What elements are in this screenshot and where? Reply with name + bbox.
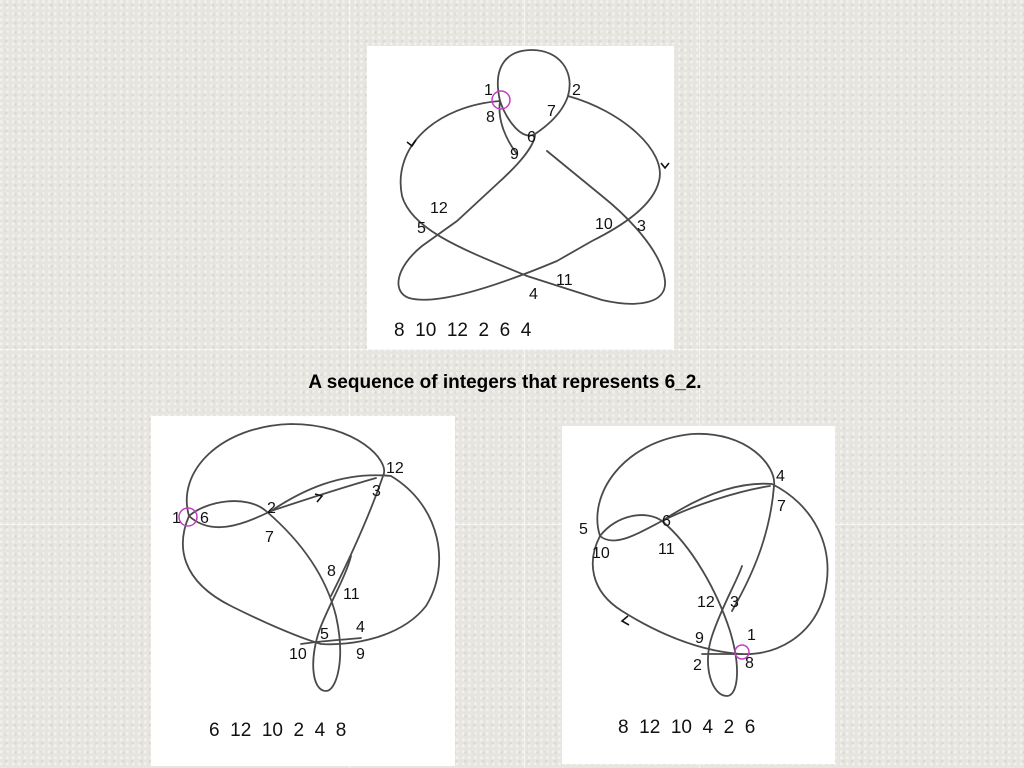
crossing-label: 9: [510, 146, 519, 163]
knot-strand: [188, 500, 352, 692]
crossing-label: 4: [776, 468, 785, 485]
integer-sequence: 8 10 12 2 6 4: [394, 320, 532, 341]
crossing-label: 8: [327, 563, 336, 580]
knot-diagram-left: 12 3 2 7 1 6 8 11 5 4 10 9 6 12 10 2 4 8: [151, 416, 455, 766]
background-seam: [524, 0, 525, 768]
crossing-label: 5: [579, 521, 588, 538]
crossing-label: 2: [267, 500, 276, 517]
knot-strand: [496, 49, 571, 102]
knot-strand: [592, 482, 829, 655]
crossing-label: 6: [662, 513, 671, 530]
direction-arrow: [406, 139, 417, 148]
knot-strand: [661, 485, 771, 522]
crossing-label: 10: [289, 646, 307, 663]
crossing-label: 12: [697, 594, 715, 611]
crossing-label: 5: [417, 220, 426, 237]
crossing-label: 1: [484, 82, 493, 99]
crossing-label: 2: [693, 657, 702, 674]
knot-diagram-left-svg: 12 3 2 7 1 6 8 11 5 4 10 9 6 12 10 2 4 8: [172, 423, 440, 741]
knot-diagram-top-svg: 1 2 8 7 6 9 12 5 10 3 11 4 8 10 12 2 6 4: [394, 49, 670, 341]
crossing-label: 11: [343, 586, 360, 603]
knot-strand: [185, 423, 386, 597]
start-marker: [491, 90, 511, 110]
knot-diagram-top: 1 2 8 7 6 9 12 5 10 3 11 4 8 10 12 2 6 4: [367, 46, 674, 349]
knot-diagram-right-svg: 4 7 5 6 10 11 12 3 9 1 2 8 8 12 10 4 2 6: [579, 433, 829, 738]
background-seam: [0, 349, 1024, 350]
crossing-label: 5: [320, 626, 329, 643]
crossing-label: 4: [356, 619, 365, 636]
crossing-label: 11: [556, 272, 573, 289]
integer-sequence: 8 12 10 4 2 6: [618, 717, 755, 738]
background-seam: [699, 0, 700, 768]
crossing-label: 11: [658, 541, 675, 558]
direction-arrow: [620, 615, 630, 626]
crossing-label: 7: [777, 498, 786, 515]
caption: A sequence of integers that represents 6…: [308, 372, 702, 393]
crossing-label: 2: [572, 82, 581, 99]
knot-strand: [397, 95, 661, 301]
crossing-label: 9: [356, 646, 365, 663]
integer-sequence: 6 12 10 2 4 8: [209, 720, 346, 741]
crossing-label: 3: [372, 483, 381, 500]
crossing-label: 7: [547, 103, 556, 120]
crossing-label: 6: [527, 129, 536, 146]
crossing-label: 10: [592, 545, 610, 562]
crossing-label: 3: [730, 594, 739, 611]
crossing-label: 8: [745, 655, 754, 672]
crossing-label: 7: [265, 529, 274, 546]
crossing-label: 6: [200, 510, 209, 527]
crossing-label: 1: [172, 510, 181, 527]
crossing-label: 9: [695, 630, 704, 647]
knot-strand: [498, 100, 518, 155]
direction-arrow: [314, 493, 324, 503]
crossing-label: 8: [486, 109, 495, 126]
crossing-label: 12: [386, 460, 404, 477]
knot-strand: [499, 95, 569, 137]
start-marker: [178, 507, 198, 527]
knot-strand: [300, 637, 362, 645]
crossing-label: 1: [747, 627, 756, 644]
crossing-label: 3: [637, 218, 646, 235]
background-seam: [349, 0, 350, 768]
background-seam: [0, 524, 1024, 525]
knot-strand: [270, 477, 377, 512]
start-marker: [734, 644, 750, 660]
knot-strand: [182, 474, 440, 646]
knot-strand: [596, 433, 775, 612]
direction-arrow: [660, 162, 670, 170]
crossing-label: 12: [430, 200, 448, 217]
crossing-label: 4: [529, 286, 538, 303]
knot-diagram-right: 4 7 5 6 10 11 12 3 9 1 2 8 8 12 10 4 2 6: [562, 426, 835, 764]
knot-strand: [599, 514, 743, 697]
crossing-label: 10: [595, 216, 613, 233]
